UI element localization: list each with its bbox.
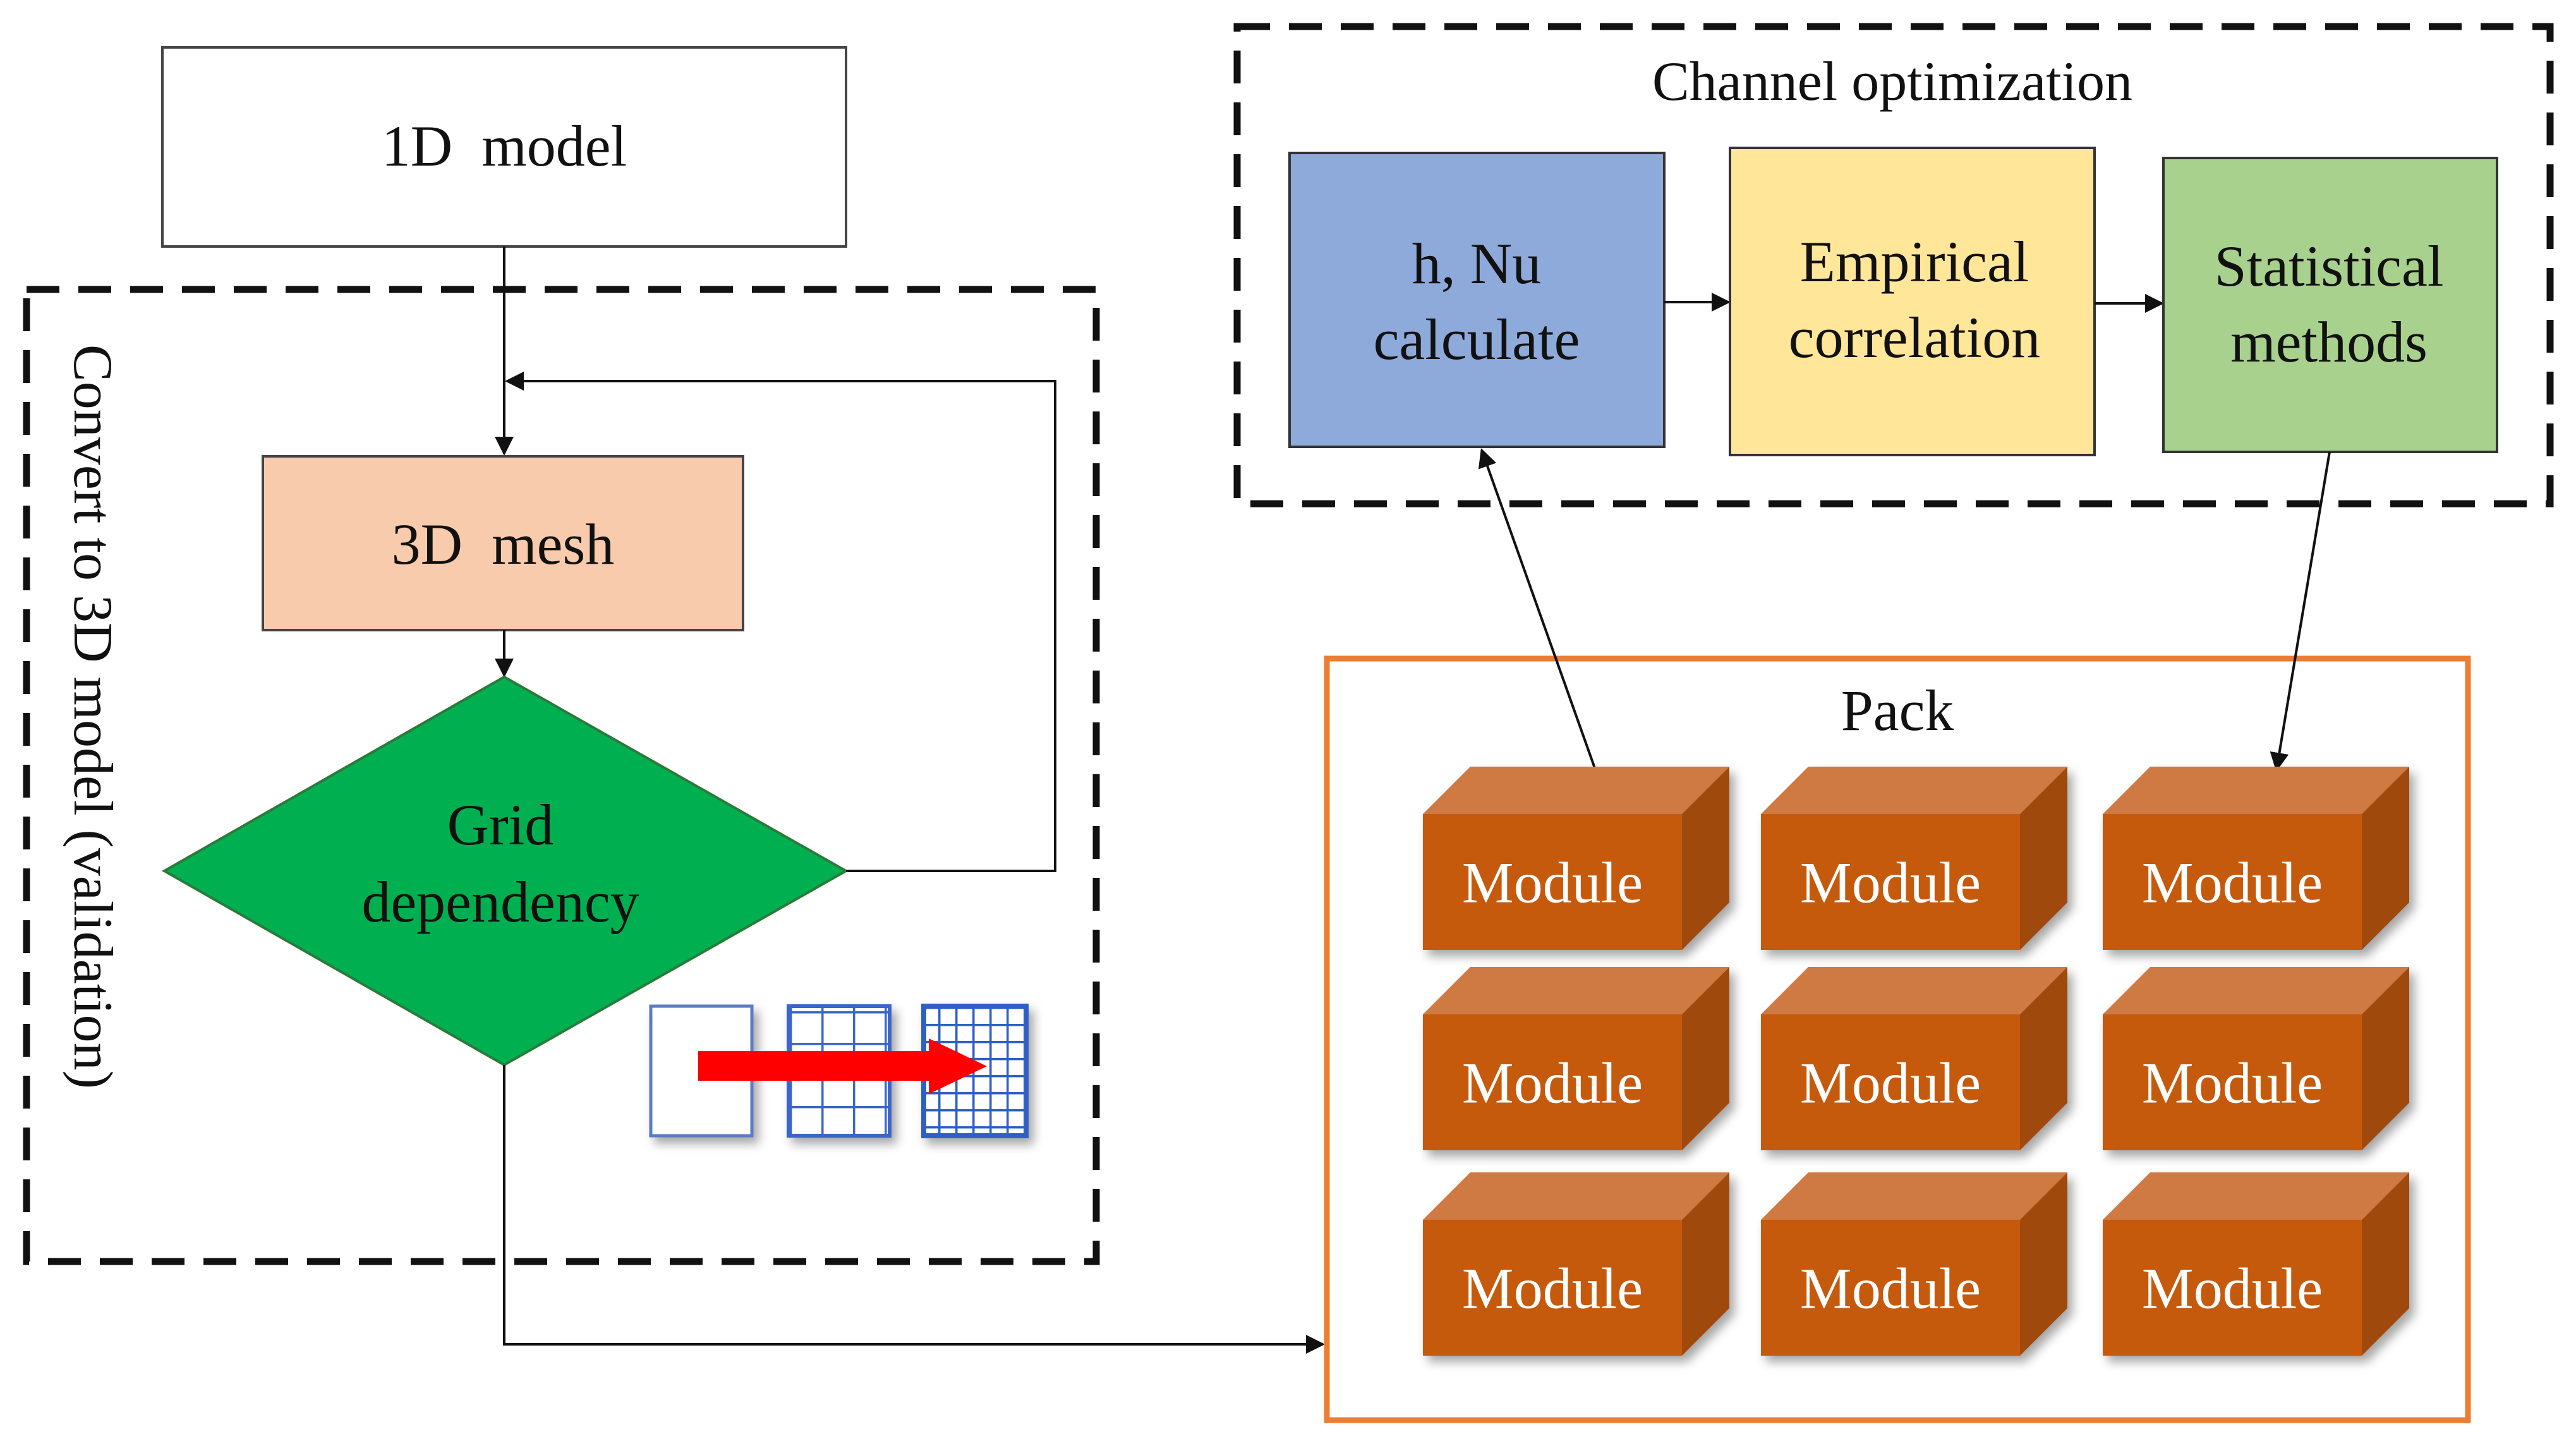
connector-statistical-to-module [2270, 451, 2331, 772]
module-label: Module [1800, 1051, 1981, 1116]
module-top-face [1423, 967, 1729, 1014]
module-label: Module [1462, 1256, 1643, 1321]
module-front-face [2103, 1014, 2362, 1150]
module-block[interactable]: Module [1761, 967, 2067, 1150]
module-top-face [1423, 1172, 1729, 1220]
module-label: Module [2142, 1256, 2323, 1321]
module-block[interactable]: Module [2103, 967, 2409, 1150]
hnu-calculate-node[interactable]: h, Nu calculate [1288, 152, 1666, 448]
module-top-face [1761, 967, 2067, 1014]
module-side-face [1682, 1172, 1729, 1356]
validation-group-box [23, 286, 1100, 1265]
module-front-face [1761, 1220, 2020, 1356]
module-side-face [2362, 1172, 2409, 1356]
model-1d-node[interactable]: 1D model [161, 46, 847, 248]
module-side-face [2020, 967, 2067, 1150]
loop-back-connector [505, 372, 1056, 872]
module-front-face [2103, 814, 2362, 950]
module-front-face [2103, 1220, 2362, 1356]
module-block[interactable]: Module [2103, 1172, 2409, 1356]
module-side-face [2362, 967, 2409, 1150]
module-block[interactable]: Module [1761, 767, 2067, 950]
hnu-calculate-label-line2: calculate [1374, 307, 1580, 372]
module-label: Module [2142, 851, 2323, 915]
module-front-face [1423, 814, 1682, 950]
module-front-face [1423, 1220, 1682, 1356]
channel-optimization-title: Channel optimization [1652, 51, 2132, 112]
empirical-correlation-label-line2: correlation [1789, 305, 2040, 370]
module-front-face [1761, 1014, 2020, 1150]
statistical-methods-node[interactable]: Statistical methods [2162, 157, 2498, 453]
module-block[interactable]: Module [1423, 767, 1729, 950]
module-side-face [2020, 767, 2067, 950]
grid-dependency-decision[interactable]: Grid dependency [161, 675, 849, 1067]
module-block[interactable]: Module [1761, 1172, 2067, 1356]
empirical-correlation-node[interactable]: Empirical correlation [1729, 147, 2096, 456]
validation-group-label: Convert to 3D model (validation) [62, 344, 123, 1089]
mesh-3d-node[interactable]: 3D mesh [262, 455, 744, 631]
statistical-methods-label-line2: methods [2230, 310, 2428, 374]
channel-optimization-group-box [1233, 23, 2554, 508]
module-block[interactable]: Module [1423, 967, 1729, 1150]
module-side-face [2362, 767, 2409, 950]
module-front-face [1761, 814, 2020, 950]
grid-dependency-label-line1: Grid [447, 793, 554, 857]
module-block[interactable]: Module [2103, 767, 2409, 950]
module-label: Module [1462, 851, 1643, 915]
module-top-face [1761, 767, 2067, 814]
module-label: Module [2142, 1051, 2323, 1116]
module-side-face [1682, 967, 1729, 1150]
module-label: Module [1462, 1051, 1643, 1116]
module-top-face [2103, 767, 2409, 814]
model-1d-label: 1D model [382, 114, 627, 178]
pack-title: Pack [1841, 678, 1954, 743]
connector-module-to-hnu [1478, 448, 1597, 770]
module-top-face [1761, 1172, 2067, 1220]
mesh-3d-label: 3D mesh [392, 512, 615, 576]
module-top-face [2103, 1172, 2409, 1220]
module-label: Module [1800, 851, 1981, 915]
module-front-face [1423, 1014, 1682, 1150]
statistical-methods-label-line1: Statistical [2215, 234, 2444, 298]
refinement-arrow-icon [698, 1038, 987, 1094]
empirical-correlation-label-line1: Empirical [1800, 229, 2029, 294]
hnu-calculate-label-line1: h, Nu [1412, 231, 1541, 296]
module-block[interactable]: Module [1423, 1172, 1729, 1356]
module-label: Module [1800, 1256, 1981, 1321]
module-side-face [2020, 1172, 2067, 1356]
module-side-face [1682, 767, 1729, 950]
module-top-face [1423, 767, 1729, 814]
module-top-face [2103, 967, 2409, 1014]
grid-dependency-label-line2: dependency [361, 870, 639, 934]
pack-container [1324, 655, 2471, 1423]
connector-grid-to-pack [503, 1065, 1325, 1354]
